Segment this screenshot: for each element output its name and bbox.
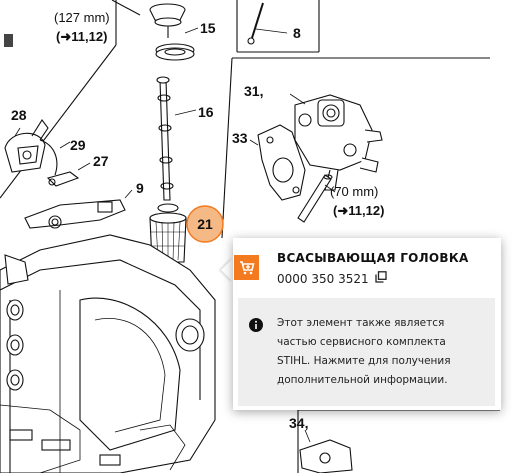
popup-pointer [221,258,233,282]
dim-right-size: (70 mm) [330,184,378,199]
callout-29[interactable]: 29 [70,137,86,153]
callout-8[interactable]: 8 [293,25,301,41]
callout-21[interactable]: 21 [197,216,213,232]
service-kit-info-box[interactable]: Этот элемент также является частью серви… [238,298,495,406]
copy-icon[interactable] [374,271,387,286]
part-number-row: 0000 350 3521 [277,271,387,286]
callout-9[interactable]: 9 [136,180,144,196]
callout-16[interactable]: 16 [198,104,214,120]
arrow-right-icon: ➜ [60,29,71,44]
callout-15[interactable]: 15 [200,20,216,36]
callout-27[interactable]: 27 [93,153,109,169]
dim-right-ref-value: 11,12 [348,203,380,218]
dim-top-ref: (➜11,12) [56,29,107,44]
dim-top-size: (127 mm) [54,10,110,25]
part-info-popup: ВСАСЫВАЮЩАЯ ГОЛОВКА 0000 350 3521 Этот э… [233,238,501,410]
callout-33[interactable]: 33 [232,130,248,146]
arrow-right-icon: ➜ [337,203,348,218]
cart-plus-icon [239,260,255,274]
part-number: 0000 350 3521 [277,271,369,286]
dim-top-ref-value: 11,12 [71,29,103,44]
callout-28[interactable]: 28 [11,107,27,123]
callout-31[interactable]: 31, [244,83,263,99]
callout-21-highlight[interactable]: 21 [186,205,224,243]
dim-right-ref: (➜11,12) [333,203,384,218]
service-kit-info-text: Этот элемент также является частью серви… [277,317,451,386]
add-to-cart-button[interactable] [234,255,259,280]
info-icon [249,318,263,332]
callout-34[interactable]: 34, [289,415,308,431]
part-title: ВСАСЫВАЮЩАЯ ГОЛОВКА [277,251,469,265]
